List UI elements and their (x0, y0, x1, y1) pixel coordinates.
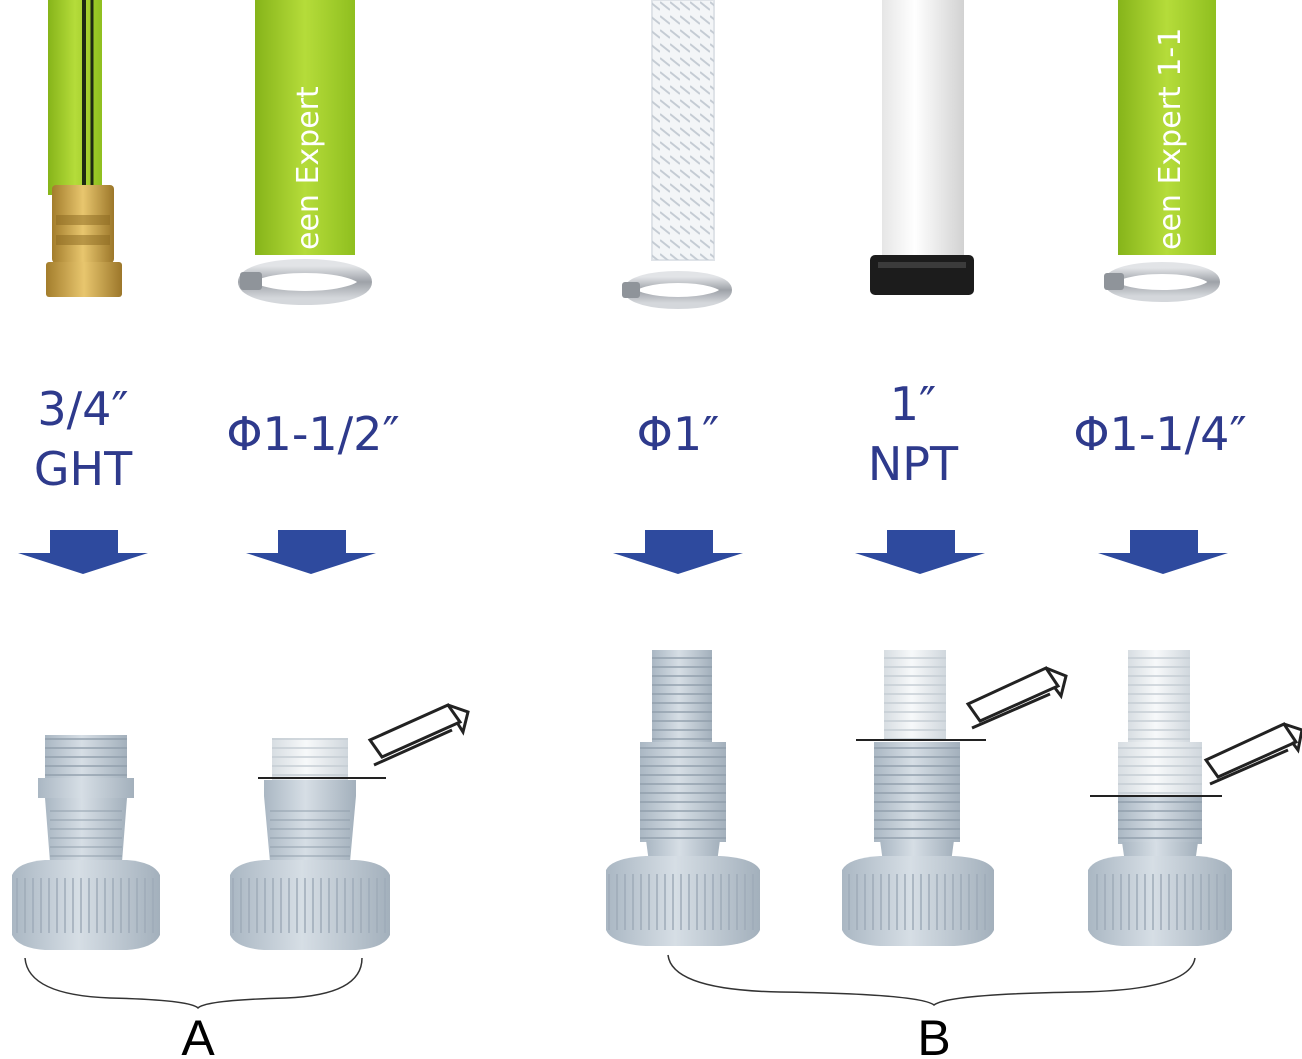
pvc-pipe-npt (870, 0, 974, 295)
hose-print-text: een Expert (291, 86, 326, 250)
hacksaw-icon (1203, 722, 1302, 786)
size-label-npt: 1″ NPT (868, 377, 959, 491)
label-line: 3/4″ (37, 382, 128, 436)
down-arrow-icon (246, 530, 376, 574)
group-label-a: A (181, 1010, 215, 1059)
adapter-1-1-4 (1088, 650, 1232, 946)
down-arrow-icon (1098, 530, 1228, 574)
adapter-ght (12, 735, 160, 950)
size-label-ght: 3/4″ GHT (34, 382, 133, 496)
down-arrow-icon (18, 530, 148, 574)
hacksaw-icon (367, 703, 470, 767)
garden-hose-ght (46, 0, 122, 297)
adapter-1 (606, 650, 760, 946)
clear-reinforced-hose (622, 0, 732, 309)
label-line: GHT (34, 442, 133, 496)
hacksaw-icon (965, 666, 1068, 730)
hose-print-text: een Expert 1-1 (1153, 28, 1188, 250)
adapter-1-1-2 (230, 738, 390, 950)
discharge-hose-1-1-4: een Expert 1-1 (1104, 0, 1220, 302)
discharge-hose-1-1-2: een Expert (238, 0, 372, 305)
down-arrow-icon (613, 530, 743, 574)
group-brace-a (24, 957, 363, 1010)
label-line: 1″ (890, 377, 936, 431)
label-line: Φ1-1/2″ (226, 407, 399, 461)
label-line: Φ1-1/4″ (1073, 407, 1246, 461)
size-label-1-1-4: Φ1-1/4″ (1073, 407, 1246, 461)
label-line: Φ1″ (637, 407, 720, 461)
group-brace-b (667, 954, 1196, 1006)
size-label-1-1-2: Φ1-1/2″ (226, 407, 399, 461)
down-arrow-icon (855, 530, 985, 574)
label-line: NPT (868, 437, 959, 491)
size-label-1: Φ1″ (637, 407, 720, 461)
group-label-b: B (917, 1010, 950, 1059)
adapter-npt (842, 650, 994, 946)
